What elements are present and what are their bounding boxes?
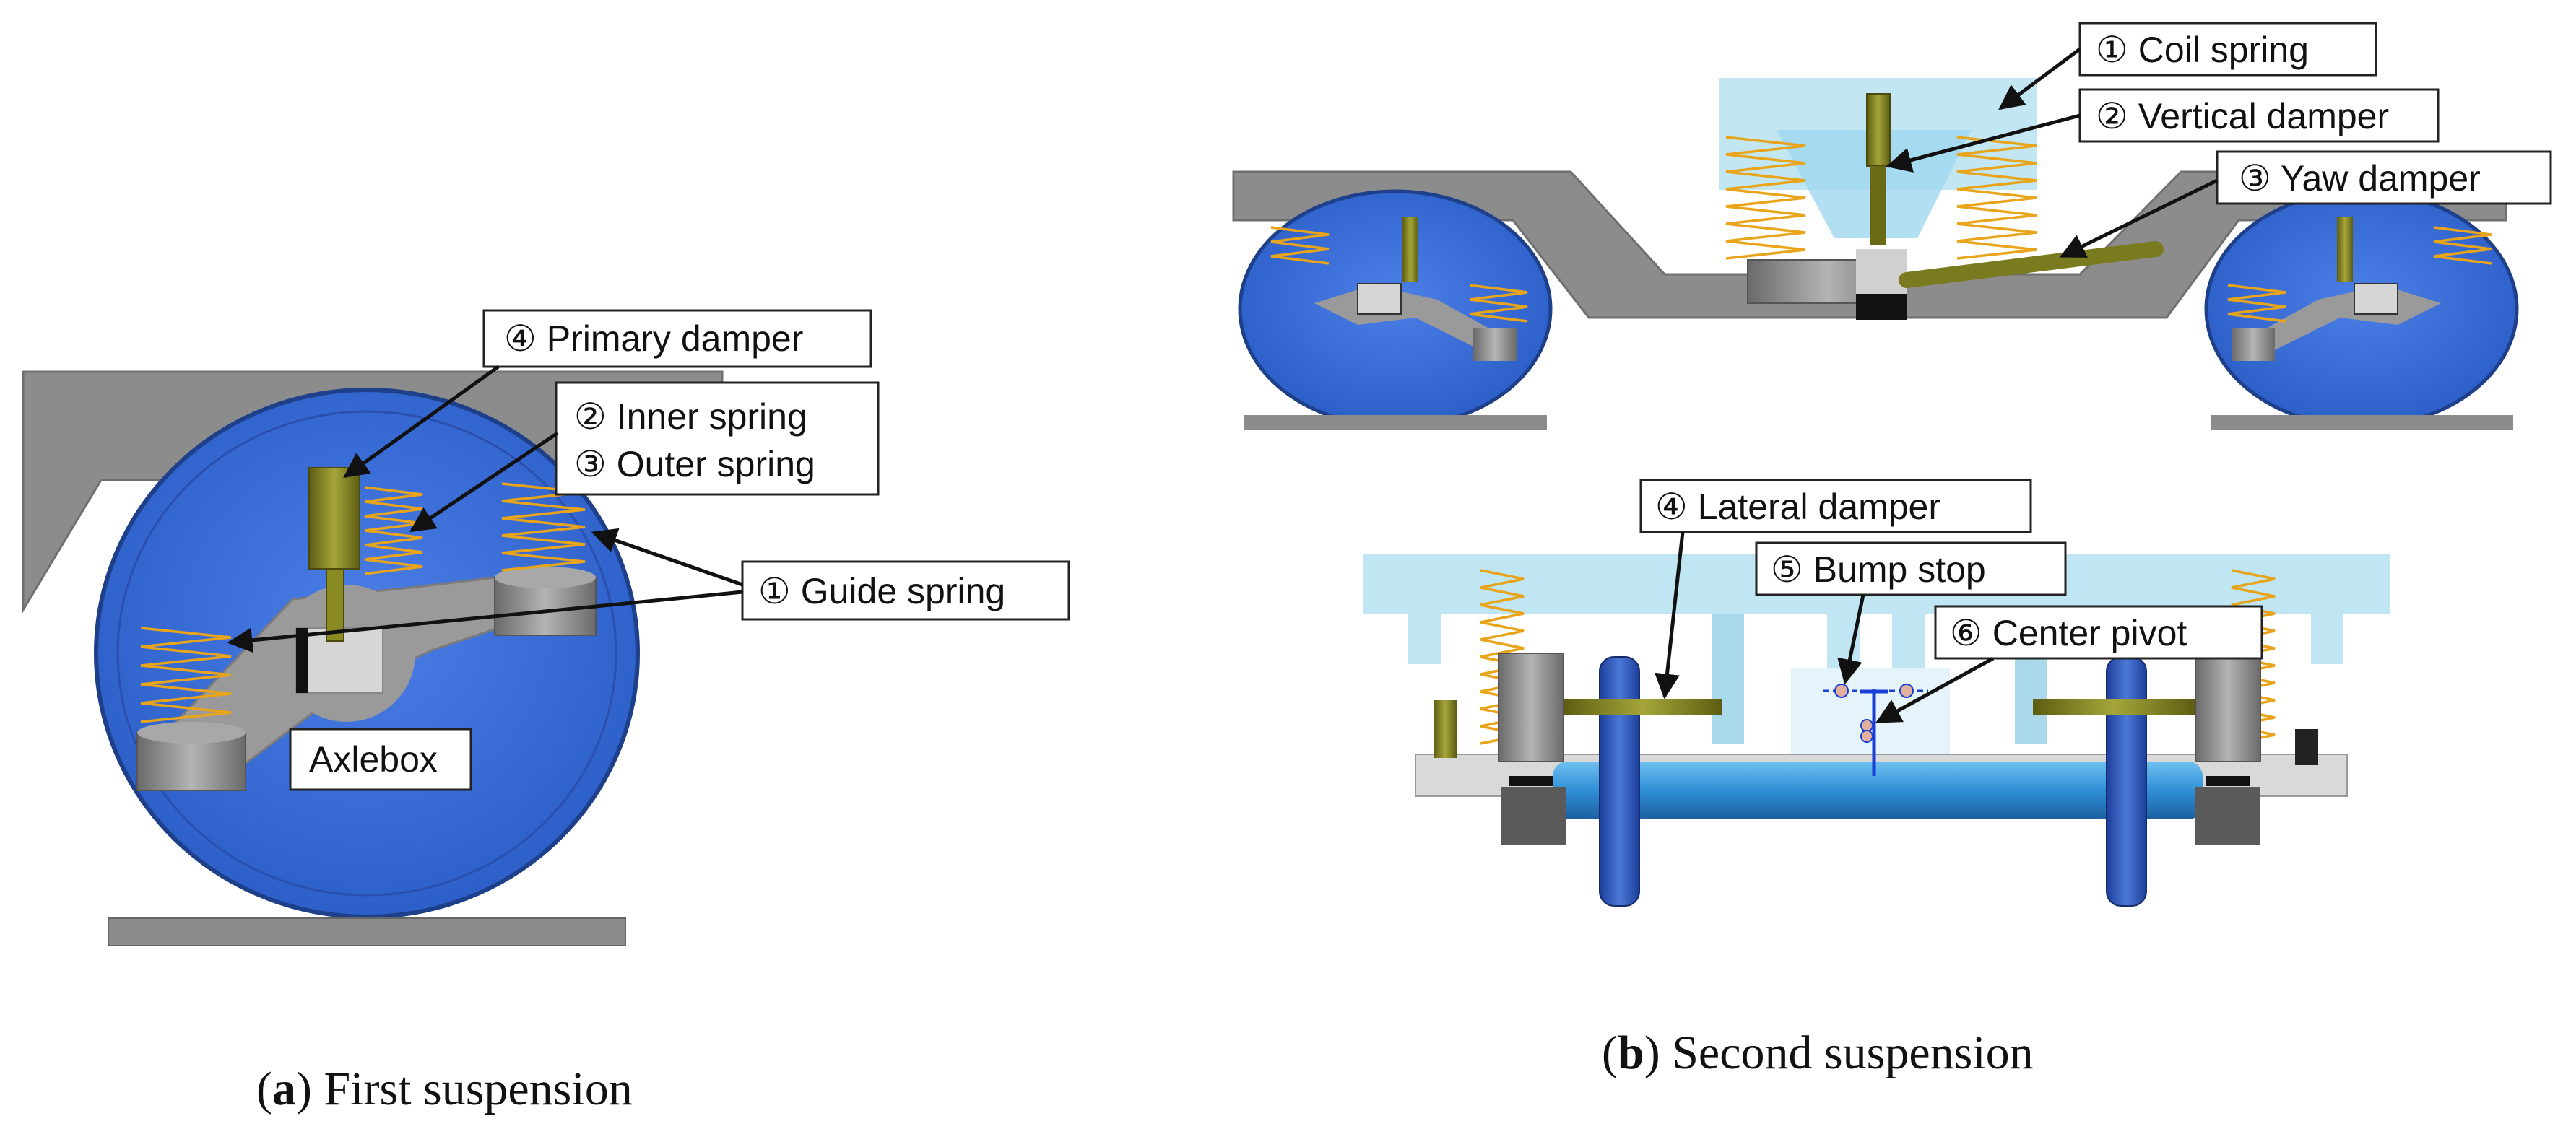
- rail: [108, 917, 626, 946]
- spring-left-wheel: [1270, 226, 1528, 323]
- axlebox-block-right: [2354, 283, 2398, 315]
- label-yaw-damper: ③ Yaw damper: [2216, 150, 2552, 205]
- primary-damper-body: [308, 467, 360, 570]
- outer-spring: [501, 482, 586, 572]
- label-center-pivot-text: ⑥ Center pivot: [1950, 613, 2187, 653]
- label-bump-stop-text: ⑤ Bump stop: [1771, 549, 1986, 590]
- label-yaw-damper-text: ③ Yaw damper: [2239, 158, 2481, 199]
- axlebox-seat-right: [2232, 328, 2275, 361]
- bolster-post-6: [2311, 614, 2343, 664]
- label-inner-spring-text: ② Inner spring: [574, 396, 807, 437]
- label-center-pivot: ⑥ Center pivot: [1934, 605, 2263, 660]
- lead-guide-spring-right: [591, 528, 743, 587]
- center-pivot-node-1: [1860, 719, 1873, 732]
- wheel-rim: [116, 410, 617, 897]
- inner-spring: [364, 486, 423, 575]
- spring-right-wheel: [2227, 226, 2492, 323]
- label-lateral-damper-text: ④ Lateral damper: [1655, 487, 1940, 527]
- label-primary-damper: ④ Primary damper: [482, 309, 872, 368]
- primary-damper-right: [2337, 217, 2353, 282]
- panel-a-first-suspension: ④ Primary damper ② Inner spring ③ Outer …: [22, 309, 1070, 1115]
- label-axlebox-text: Axlebox: [309, 739, 438, 780]
- bump-stop-left: [1834, 684, 1849, 698]
- bump-stop-right: [1899, 684, 1914, 698]
- lead-yaw-damper: [2059, 178, 2219, 258]
- axlebox-block-dark: [296, 628, 308, 693]
- axlebox-foot-left: [1501, 787, 1566, 845]
- rail-right: [2211, 415, 2513, 430]
- lead-bump-stop: [1837, 594, 1865, 685]
- label-vertical-damper: ② Vertical damper: [2078, 88, 2440, 143]
- vertical-damper-rod: [1870, 166, 1886, 245]
- axlebox-foot-right: [2195, 787, 2260, 845]
- bolster-center-light: [1856, 249, 1907, 294]
- label-outer-spring-text: ③ Outer spring: [574, 444, 815, 484]
- lateral-damper-right: [2033, 699, 2195, 715]
- axlebox-slot-left: [1509, 776, 1553, 786]
- primary-damper-rod: [326, 568, 344, 642]
- lead-primary-damper: [343, 365, 500, 479]
- caption-a: (a) First suspension: [256, 1063, 633, 1115]
- label-coil-spring: ① Coil spring: [2078, 22, 2377, 77]
- label-lateral-damper: ④ Lateral damper: [1639, 479, 2032, 533]
- wheel-disc-left: [1599, 656, 1640, 907]
- label-inner-outer-spring: ② Inner spring ③ Outer spring: [555, 381, 880, 496]
- label-coil-spring-text: ① Coil spring: [2096, 30, 2309, 70]
- lead-guide-spring-left: [227, 590, 743, 653]
- bolster-post-1: [1408, 614, 1441, 664]
- primary-damper-left: [1402, 217, 1418, 282]
- bolster-post-2: [1712, 614, 1744, 744]
- guide-spring-seat-left-top: [137, 722, 246, 744]
- vertical-damper-front-left: [1434, 700, 1457, 758]
- center-pivot-node-2: [1860, 730, 1873, 743]
- label-primary-damper-text: ④ Primary damper: [504, 318, 803, 359]
- axlebox-front-left: [1498, 653, 1564, 762]
- label-bump-stop: ⑤ Bump stop: [1755, 541, 2067, 596]
- yaw-damper: [1899, 241, 2164, 288]
- wheel-disc-right: [2106, 656, 2147, 907]
- vertical-damper-body: [1866, 93, 1891, 167]
- lead-center-pivot: [1875, 656, 1995, 724]
- lead-inner-spring: [409, 431, 559, 533]
- panel-b-second-suspension: ① Coil spring ② Vertical damper ③ Yaw da…: [1232, 22, 2552, 1079]
- label-guide-spring: ① Guide spring: [741, 560, 1070, 621]
- lead-coil-spring: [1998, 47, 2081, 110]
- lead-lateral-damper: [1655, 531, 1685, 699]
- axle: [1553, 762, 2203, 819]
- guide-spring-left: [140, 627, 232, 723]
- rail-left: [1244, 415, 1547, 430]
- coil-spring-top: [1725, 136, 2037, 260]
- guide-spring-seat-right-top: [495, 567, 596, 588]
- label-axlebox: Axlebox: [289, 728, 472, 791]
- label-guide-spring-text: ① Guide spring: [758, 571, 1005, 611]
- lateral-damper-left: [1564, 699, 1722, 715]
- vertical-damper-front-right: [2295, 729, 2318, 765]
- axlebox-front-right: [2195, 653, 2261, 762]
- axlebox-seat-left: [1473, 328, 1517, 361]
- axlebox-slot-right: [2206, 776, 2250, 786]
- bogie-frame: [1232, 170, 2507, 319]
- axlebox-block-left: [1357, 283, 1402, 315]
- label-vertical-damper-text: ② Vertical damper: [2096, 96, 2389, 136]
- lead-vertical-damper: [1886, 113, 2081, 173]
- caption-b: (b) Second suspension: [1602, 1026, 2034, 1079]
- bolster-center-dark: [1856, 294, 1907, 320]
